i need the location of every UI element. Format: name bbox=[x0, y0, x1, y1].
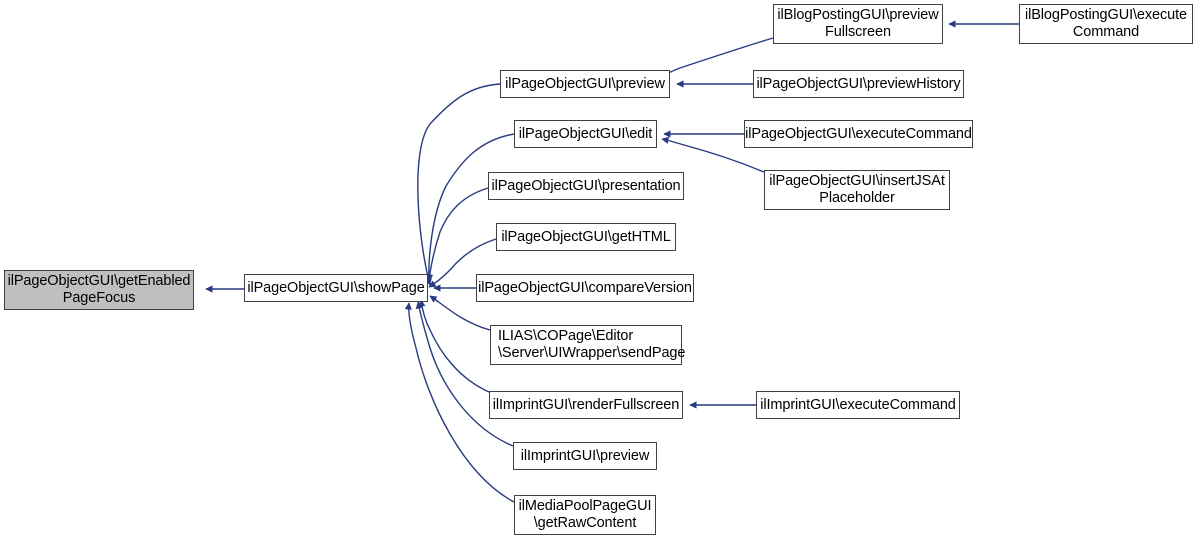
graph-node-label: ilImprintGUI\preview bbox=[520, 447, 650, 464]
graph-edges bbox=[205, 20, 1019, 503]
graph-node-getEnabledPageFocus[interactable]: ilPageObjectGUI\getEnabled PageFocus bbox=[4, 270, 194, 310]
graph-node-label: ilPageObjectGUI\executeCommand bbox=[745, 125, 972, 142]
graph-node-imprintPreview[interactable]: ilImprintGUI\preview bbox=[513, 442, 657, 470]
graph-node-blogExecuteCommand[interactable]: ilBlogPostingGUI\execute Command bbox=[1019, 4, 1193, 44]
graph-edge-sendPage-to-showPage bbox=[429, 295, 491, 331]
graph-node-getRawContent[interactable]: ilMediaPoolPageGUI \getRawContent bbox=[514, 495, 656, 535]
graph-edge-preview-to-showPage bbox=[417, 83, 501, 286]
graph-node-label: ILIAS\COPage\Editor \Server\UIWrapper\se… bbox=[498, 328, 686, 361]
graph-node-label: ilPageObjectGUI\edit bbox=[518, 125, 653, 142]
graph-node-presentation[interactable]: ilPageObjectGUI\presentation bbox=[488, 172, 684, 200]
graph-node-label: ilImprintGUI\renderFullscreen bbox=[492, 396, 680, 413]
graph-node-label: ilPageObjectGUI\getHTML bbox=[501, 228, 671, 245]
graph-node-label: ilBlogPostingGUI\execute Command bbox=[1024, 7, 1188, 40]
graph-edge-presentation-to-showPage bbox=[425, 187, 489, 282]
graph-node-renderFullscreen[interactable]: ilImprintGUI\renderFullscreen bbox=[489, 391, 683, 419]
graph-node-label: ilBlogPostingGUI\preview Fullscreen bbox=[777, 7, 939, 40]
graph-node-label: ilPageObjectGUI\insertJSAt Placeholder bbox=[769, 173, 945, 206]
graph-node-previewHistory[interactable]: ilPageObjectGUI\previewHistory bbox=[753, 70, 964, 98]
graph-node-label: ilPageObjectGUI\preview bbox=[505, 75, 665, 92]
graph-node-compareVersion[interactable]: ilPageObjectGUI\compareVersion bbox=[476, 274, 694, 302]
graph-node-label: ilPageObjectGUI\getEnabled PageFocus bbox=[7, 273, 191, 306]
graph-node-edit[interactable]: ilPageObjectGUI\edit bbox=[514, 120, 657, 148]
graph-node-insertJSAtPlaceholder[interactable]: ilPageObjectGUI\insertJSAt Placeholder bbox=[764, 170, 950, 210]
graph-edge-insertJSAtPlaceholder-to-edit bbox=[661, 136, 765, 173]
graph-node-imprintExecuteCommand[interactable]: ilImprintGUI\executeCommand bbox=[756, 391, 960, 419]
graph-node-label: ilMediaPoolPageGUI \getRawContent bbox=[518, 498, 652, 531]
graph-node-previewFullscreen[interactable]: ilBlogPostingGUI\preview Fullscreen bbox=[773, 4, 943, 44]
graph-node-preview[interactable]: ilPageObjectGUI\preview bbox=[500, 70, 670, 98]
graph-node-label: ilImprintGUI\executeCommand bbox=[760, 396, 956, 413]
graph-edge-getRawContent-to-showPage bbox=[404, 302, 515, 503]
graph-node-sendPage[interactable]: ILIAS\COPage\Editor \Server\UIWrapper\se… bbox=[490, 325, 686, 365]
graph-edge-edit-to-showPage bbox=[425, 133, 515, 283]
graph-node-label: ilPageObjectGUI\presentation bbox=[491, 177, 681, 194]
graph-node-label: ilPageObjectGUI\showPage bbox=[247, 279, 425, 296]
graph-edge-getHTML-to-showPage bbox=[428, 238, 497, 288]
graph-edge-imprintPreview-to-showPage bbox=[415, 301, 514, 447]
graph-node-getHTML[interactable]: ilPageObjectGUI\getHTML bbox=[496, 223, 676, 251]
graph-node-label: ilPageObjectGUI\compareVersion bbox=[478, 279, 692, 296]
graph-node-pageExecuteCommand[interactable]: ilPageObjectGUI\executeCommand bbox=[744, 120, 973, 148]
graph-node-showPage[interactable]: ilPageObjectGUI\showPage bbox=[244, 274, 428, 302]
graph-node-label: ilPageObjectGUI\previewHistory bbox=[756, 75, 961, 92]
